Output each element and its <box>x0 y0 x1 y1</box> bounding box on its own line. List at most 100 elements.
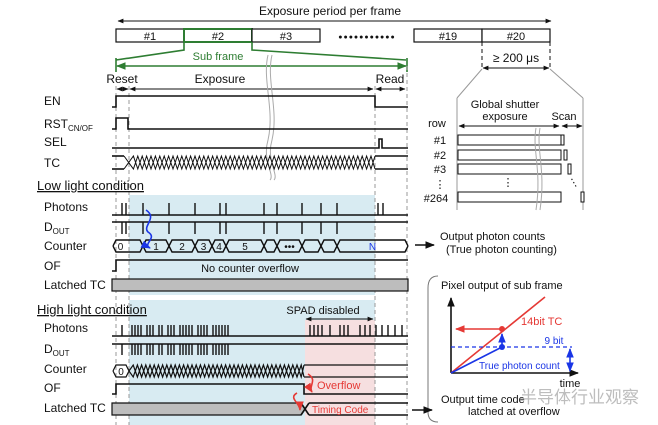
high-latched-tc-transition <box>300 402 408 416</box>
low-counter-value: ••• <box>284 242 295 253</box>
high-photons-waveform <box>112 325 408 337</box>
signal-label-en: EN <box>44 94 61 108</box>
tc-point <box>499 326 505 332</box>
low-photons-waveform <box>112 203 408 216</box>
scan-label: Scan <box>551 111 576 123</box>
low-counter-value: 3 <box>201 242 207 253</box>
low-label-dout: DOUT <box>44 220 70 236</box>
frame-strip: #1 #2 #3 #19 #20 ●●●●●●●●●●● <box>115 28 551 43</box>
phase-read-label: Read <box>376 72 405 86</box>
row-scan-264 <box>580 191 585 203</box>
frame-box-3 <box>251 28 321 43</box>
row-bars: ⋮ ⋮ <box>457 127 585 211</box>
low-of-waveform <box>112 259 408 272</box>
exposure-period-label: Exposure period per frame <box>259 4 401 18</box>
high-counter-start: 0 <box>118 367 124 378</box>
low-count-arrow <box>140 209 153 249</box>
overflow-arrow <box>304 373 314 393</box>
high-dout-sub: OUT <box>53 349 70 358</box>
low-label-photons: Photons <box>44 200 88 214</box>
row-bar-2 <box>457 149 562 161</box>
break-mark <box>265 54 272 181</box>
subframe-expansion-right <box>251 42 407 61</box>
rst-subscript: CN/OF <box>68 124 93 133</box>
tc-waveform <box>112 154 408 171</box>
low-label-of: OF <box>44 259 61 273</box>
high-label-photons: Photons <box>44 321 88 335</box>
high-latched-tc <box>111 402 408 416</box>
photon-count-point <box>499 344 505 350</box>
signal-label-tc: TC <box>44 156 60 170</box>
high-counter-bus <box>112 362 408 380</box>
inset-x-label: time <box>560 378 581 390</box>
low-label-counter: Counter <box>44 239 87 253</box>
high-dout-main: D <box>44 342 53 356</box>
spad-disabled-label: SPAD disabled <box>286 305 359 317</box>
overflow-label: Overflow <box>317 380 360 392</box>
low-dout-main: D <box>44 220 53 234</box>
low-counter-value: 4 <box>216 242 222 253</box>
low-dout-sub: OUT <box>53 227 70 236</box>
row-scan-2 <box>563 149 568 161</box>
high-light-title: High light condition <box>37 302 147 317</box>
low-counter-bus <box>112 239 409 253</box>
high-latched-tc-bar <box>111 402 306 416</box>
high-label-of: OF <box>44 381 61 395</box>
timing-code-label: Timing Code <box>312 405 369 416</box>
global-shutter-frame <box>456 98 584 210</box>
high-counter-waveform: 0 <box>112 362 408 380</box>
tc-line <box>450 296 546 374</box>
high-of-waveform <box>112 383 408 395</box>
low-latched-tc-bar <box>111 278 409 292</box>
global-shutter-title-2: exposure <box>482 111 527 123</box>
inset-title: Pixel output of sub frame <box>441 280 563 292</box>
photon-count-line <box>450 346 503 374</box>
spad-disabled-shade <box>305 320 375 425</box>
phase-reset-label: Reset <box>106 72 138 86</box>
nine-bit-label: 9 bit <box>545 336 564 347</box>
sel-waveform <box>112 138 408 149</box>
row-label-264: #264 <box>424 193 448 205</box>
low-output-line1: Output photon counts <box>440 231 546 243</box>
frame-box-20 <box>481 28 551 43</box>
low-output-line2: (True photon counting) <box>446 244 557 256</box>
low-counter-value: 0 <box>118 242 124 253</box>
rst-main: RST <box>44 117 69 131</box>
true-count-label: True photon count <box>479 361 560 372</box>
gs-break-mark <box>534 127 543 211</box>
high-dout-waveform <box>112 343 408 355</box>
frame-label-1: #1 <box>144 31 156 43</box>
en-waveform <box>112 95 408 108</box>
subframe-label: Sub frame <box>193 51 244 63</box>
low-counter-value: 2 <box>179 242 185 253</box>
low-counter-value: 1 <box>153 242 159 253</box>
signal-label-sel: SEL <box>44 135 67 149</box>
low-counter-value: N <box>369 242 376 253</box>
row-scan-1 <box>560 134 565 146</box>
low-dout-waveform <box>112 221 408 234</box>
high-label-latched-tc: Latched TC <box>44 401 106 415</box>
no-overflow-note: No counter overflow <box>201 263 299 275</box>
break-mark-2 <box>269 54 276 181</box>
row-label-ellipsis: ⋮ <box>435 179 446 191</box>
row-bar-3 <box>457 163 562 175</box>
row-label-2: #2 <box>434 150 446 162</box>
frame-label-2: #2 <box>212 31 224 43</box>
low-label-latched-tc: Latched TC <box>44 278 106 292</box>
row-label-1: #1 <box>434 135 446 147</box>
row-bar-264 <box>457 191 562 203</box>
frame-ellipsis: ●●●●●●●●●●● <box>338 34 396 41</box>
row-header: row <box>428 118 446 130</box>
subframe-expansion-left <box>115 42 185 61</box>
row-bar-1 <box>457 134 562 146</box>
timing-code-arrow <box>292 392 304 411</box>
signal-label-rst: RSTCN/OF <box>44 117 93 133</box>
frame-label-3: #3 <box>280 31 292 43</box>
tc-label: 14bit TC <box>521 316 562 328</box>
frame-label-19: #19 <box>439 31 457 43</box>
high-label-dout: DOUT <box>44 342 70 358</box>
rst-waveform <box>112 117 408 130</box>
row-label-3: #3 <box>434 164 446 176</box>
